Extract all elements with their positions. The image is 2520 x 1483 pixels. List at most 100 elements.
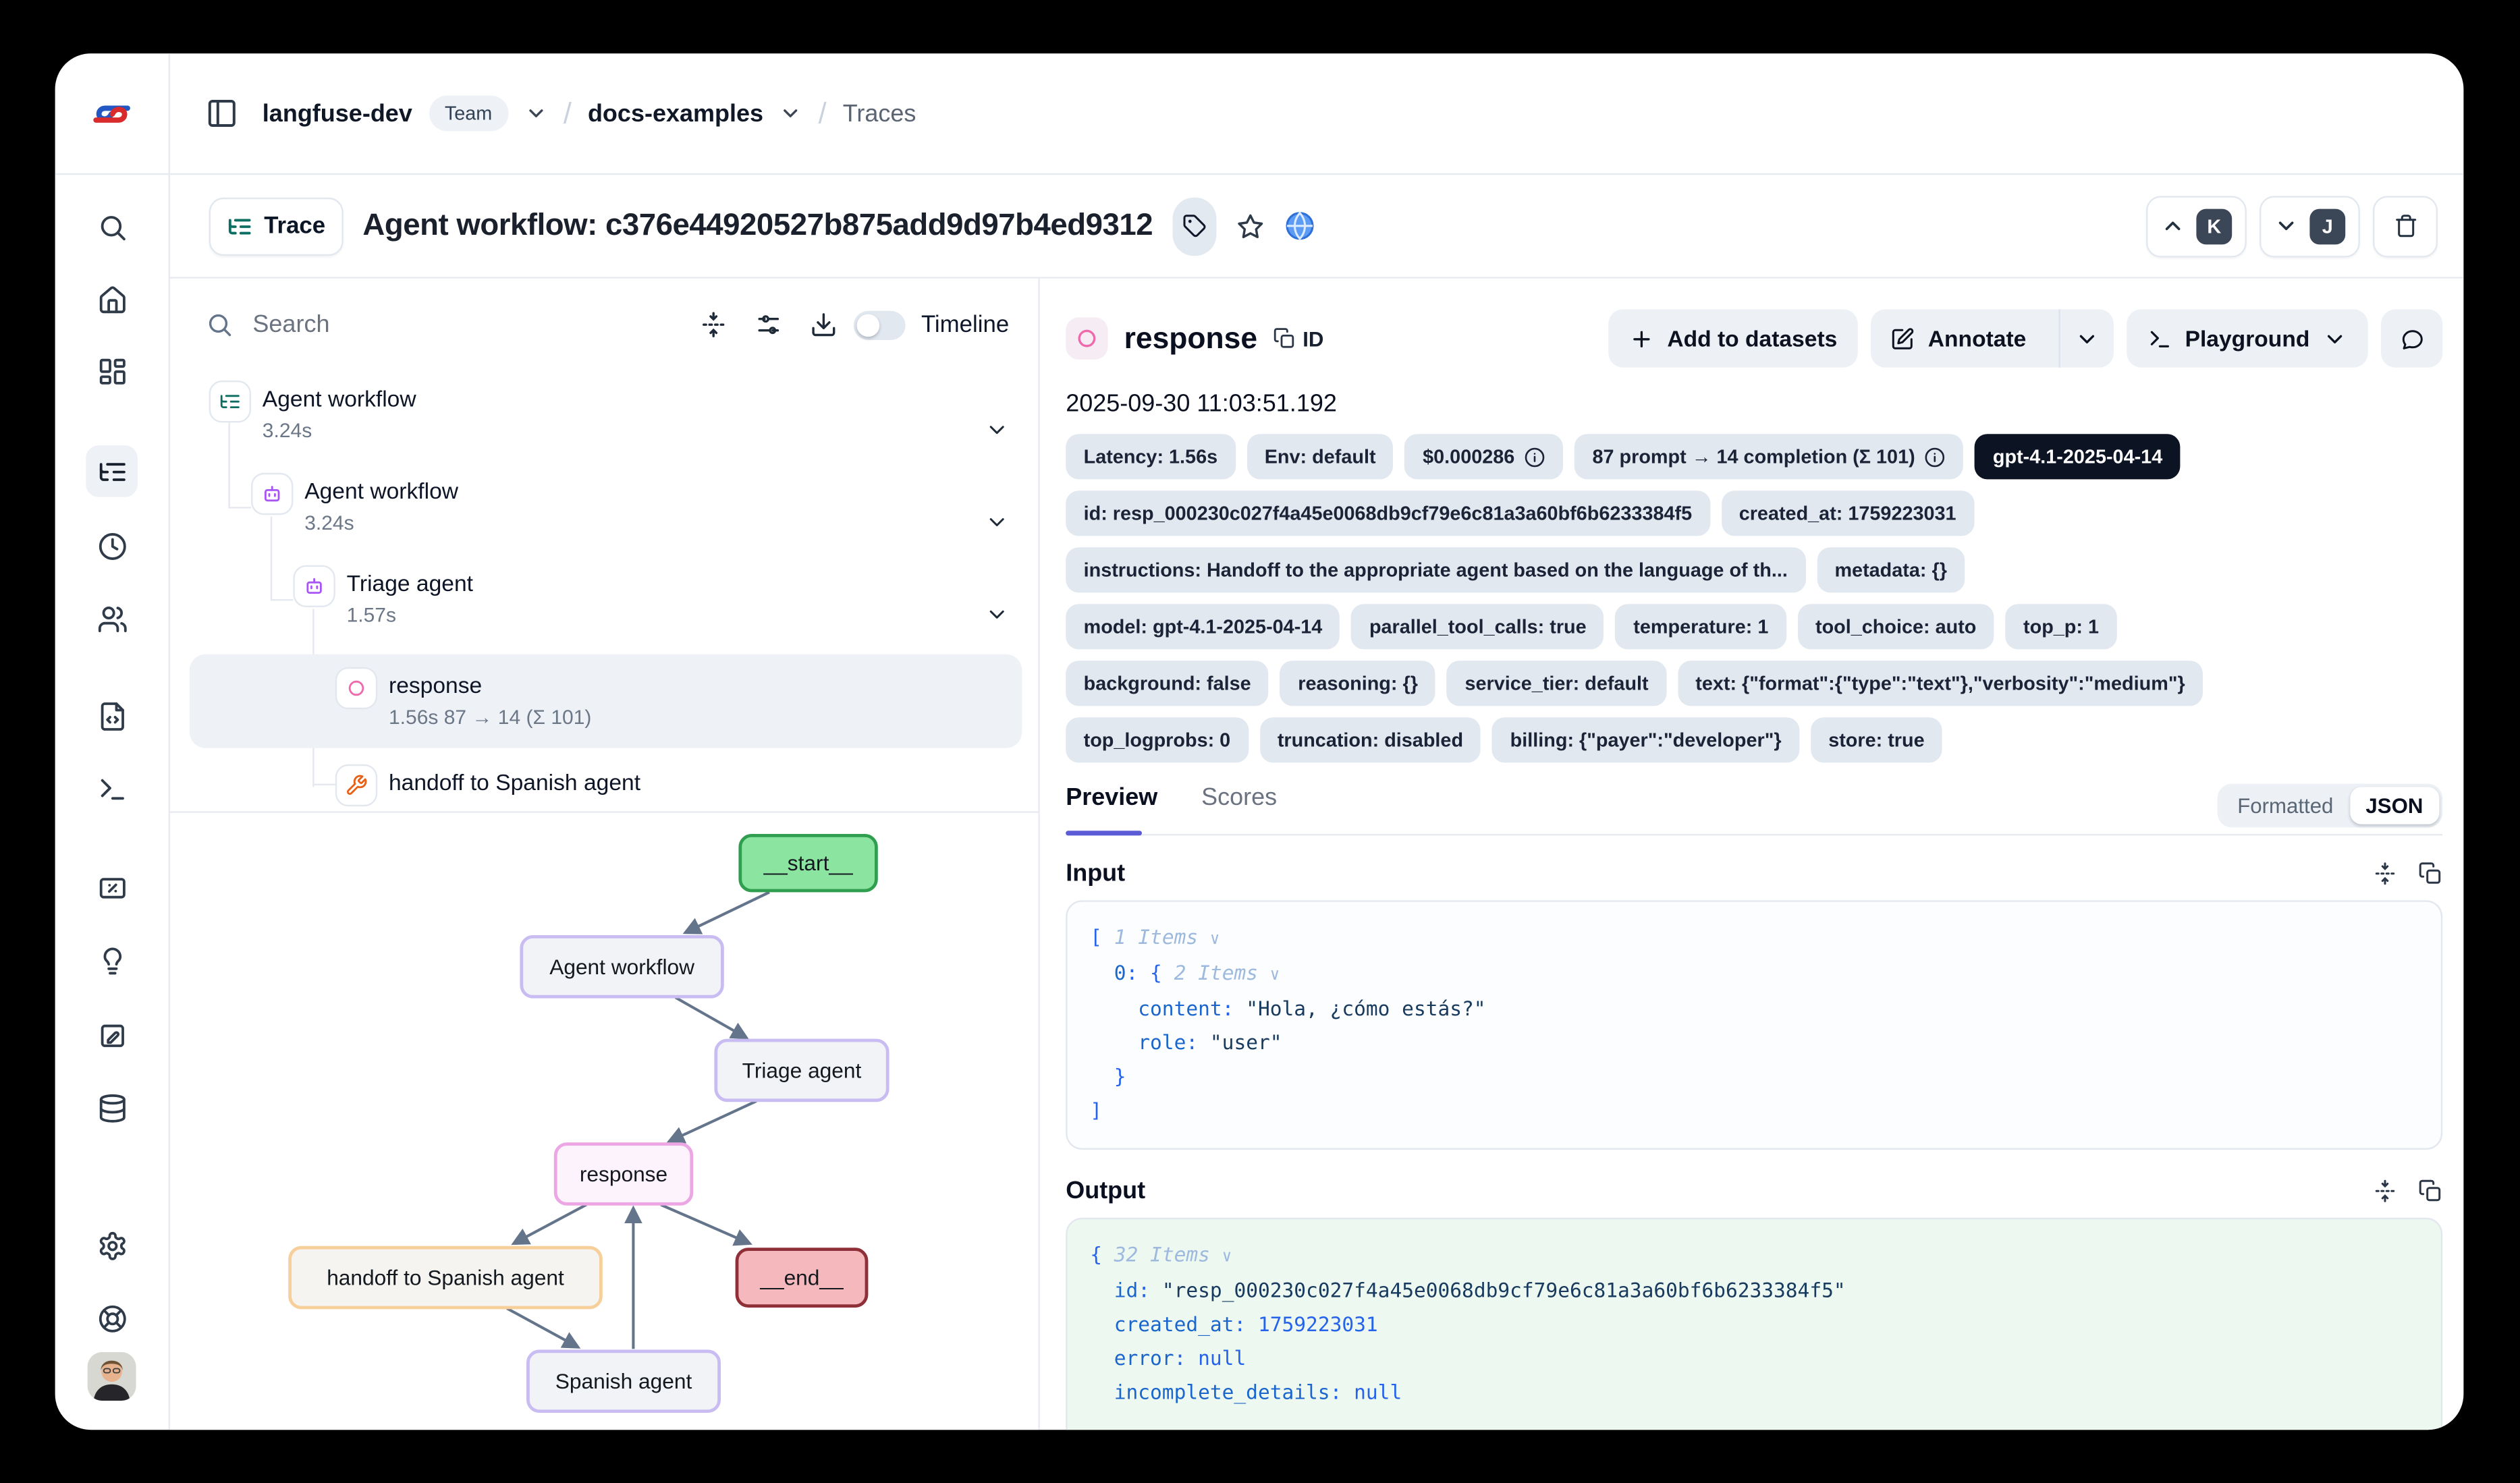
sidebar-item-sessions-clock-icon[interactable] [86,520,138,571]
chevron-down-icon[interactable] [524,102,547,125]
code-token: 1759223031 [1257,1313,1378,1337]
sidebar-item-playground-terminal-icon[interactable] [86,762,138,814]
copy-id-button[interactable]: ID [1273,327,1323,351]
code-token: : [1222,997,1247,1020]
info-icon[interactable] [1525,446,1545,467]
sidebar-item-tracing-icon[interactable] [86,445,138,497]
add-to-datasets-button[interactable]: Add to datasets [1608,309,1859,368]
code-token: incomplete_details [1090,1381,1330,1404]
code-line: incomplete_details: null [1090,1376,2418,1410]
observation-title: response [1124,320,1258,355]
code-token: error [1090,1347,1174,1370]
sidebar-item-users-icon[interactable] [86,592,138,644]
graph-node-handoff-to-spanish-agent[interactable]: handoff to Spanish agent [288,1246,603,1310]
breadcrumb-page[interactable]: Traces [842,99,916,128]
langfuse-logo[interactable] [55,53,169,175]
badge-text: billing: {"payer":"developer"} [1510,729,1782,752]
collapse-icon[interactable] [2373,1179,2397,1203]
sidebar-item-insights-lightbulb-icon[interactable] [86,934,138,986]
breadcrumb-project[interactable]: langfuse-dev [262,99,412,128]
sidebar-item-search-icon[interactable] [86,201,138,253]
tag-icon[interactable] [1172,196,1216,255]
code-token: null [1354,1381,1402,1404]
star-icon[interactable] [1236,211,1265,240]
tab-preview[interactable]: Preview [1066,783,1158,812]
chevron-down-icon[interactable] [985,418,1009,442]
trace-type-badge[interactable]: Trace [209,196,344,255]
graph-node-response[interactable]: response [553,1142,694,1206]
chevron-down-icon[interactable] [779,102,802,125]
metadata-badge: reasoning: {} [1280,661,1436,706]
collapse-all-icon[interactable] [699,311,727,339]
chevron-down-icon[interactable] [985,510,1009,534]
breadcrumb-separator: / [818,96,827,129]
metadata-badge: tool_choice: auto [1797,604,1994,650]
sidebar-item-evaluation-card-icon[interactable] [86,862,138,914]
search-input[interactable] [249,309,684,341]
sidebar-item-datasets-database-icon[interactable] [86,1082,138,1134]
info-icon[interactable] [1925,446,1946,467]
delete-trace-button[interactable] [2373,195,2438,257]
panel-toggle-icon[interactable] [206,97,238,130]
breadcrumb-environment[interactable]: docs-examples [587,99,764,128]
next-trace-button[interactable]: J [2259,195,2360,257]
code-line: role: "user" [1090,1027,2418,1061]
code-token: : [1138,1279,1162,1302]
annotate-button[interactable]: Annotate [1871,309,2046,367]
input-section-header: Input [1066,860,2442,887]
sidebar-item-annotation-clipboard-icon[interactable] [86,1009,138,1061]
metadata-badge: temperature: 1 [1615,604,1786,650]
tree-item-handoff-to-spanish-agent[interactable]: handoff to Spanish agent [190,760,1022,844]
collapse-items-toggle[interactable]: 32 Items [1114,1243,1222,1266]
format-json[interactable]: JSON [2349,787,2440,824]
code-token: [ [1090,926,1114,949]
public-globe-icon[interactable] [1284,211,1315,242]
detail-header: response ID Add to datasets [1066,308,2443,369]
graph-node-triage-agent[interactable]: Triage agent [714,1038,889,1102]
comment-button[interactable] [2381,309,2443,368]
graph-node--end-[interactable]: __end__ [735,1248,869,1308]
copy-icon[interactable] [2418,862,2442,886]
graph-node--start-[interactable]: __start__ [738,834,878,893]
collapse-icon[interactable] [2373,862,2397,886]
openai-icon [1066,317,1108,360]
playground-label: Playground [2185,325,2310,352]
svg-text:response: response [580,1162,667,1186]
annotate-dropdown[interactable] [2058,309,2114,368]
badge-text: 87 prompt → 14 completion (Σ 101) [1592,445,1915,468]
sidebar [55,53,171,1430]
sidebar-item-support-lifebuoy-icon[interactable] [86,1292,138,1344]
download-icon[interactable] [809,311,837,339]
tab-scores[interactable]: Scores [1201,783,1278,812]
code-token: id [1090,1279,1139,1302]
sidebar-item-dashboard-icon[interactable] [86,345,138,397]
user-avatar[interactable] [87,1352,136,1401]
collapse-items-toggle[interactable]: 1 Items [1114,926,1210,949]
code-line: { 32 Items ∨ [1090,1239,2418,1275]
code-line: ] [1090,1094,2418,1128]
filter-sliders-icon[interactable] [755,311,782,339]
graph-edge [666,1100,757,1144]
timeline-toggle[interactable] [853,310,905,339]
sidebar-item-settings-gear-icon[interactable] [86,1219,138,1271]
chevron-down-icon[interactable] [985,603,1009,627]
graph-node-agent-workflow[interactable]: Agent workflow [520,935,724,999]
sidebar-item-prompts-file-code-icon[interactable] [86,690,138,742]
collapse-items-toggle[interactable]: 2 Items [1174,961,1270,985]
graph-node-spanish-agent[interactable]: Spanish agent [526,1349,721,1414]
prev-trace-button[interactable]: K [2146,195,2247,257]
playground-button[interactable]: Playground [2127,309,2368,368]
badge-text: created_at: 1759223031 [1738,502,1956,525]
tree-item-metrics: 1.57s [346,604,397,627]
sidebar-item-home-icon[interactable] [86,274,138,326]
format-formatted[interactable]: Formatted [2237,793,2334,818]
copy-icon[interactable] [2418,1179,2442,1203]
input-tools [2373,862,2442,886]
model-badge: gpt-4.1-2025-04-14 [1975,434,2181,480]
tree-item-title: Agent workflow [262,385,416,412]
code-token: "Hola, ¿cómo estás?" [1246,997,1486,1020]
